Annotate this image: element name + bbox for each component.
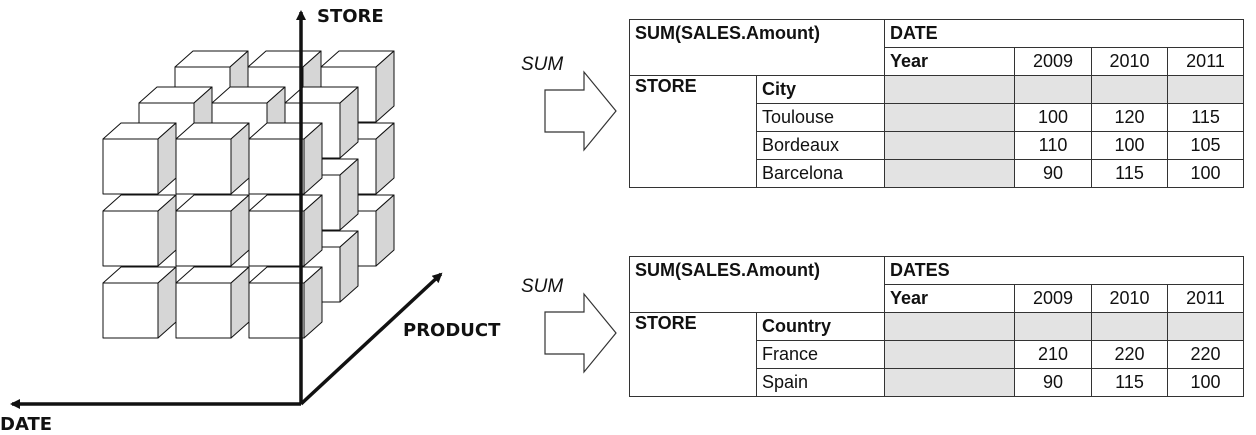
table-row: France 210 220 220 <box>630 340 1245 369</box>
year-header: 2009 <box>1014 47 1093 76</box>
measure-header: SUM(SALES.Amount) <box>628 256 886 285</box>
table-row: Bordeaux 110 100 105 <box>630 131 1245 160</box>
grey-cell <box>1014 75 1093 104</box>
grey-cell <box>884 131 1016 160</box>
year-header: 2010 <box>1091 47 1169 76</box>
row-label: France <box>755 340 886 369</box>
grey-cell <box>884 159 1016 188</box>
sum-operation-label: SUM <box>521 276 564 297</box>
cube-front-face <box>102 282 159 339</box>
row-label: Bordeaux <box>755 131 886 160</box>
table-row: Spain 90 115 100 <box>630 368 1245 397</box>
row-label: Spain <box>755 368 886 397</box>
cube-front-face <box>248 138 305 195</box>
cube-cells <box>102 50 395 339</box>
cube-front-face <box>248 282 305 339</box>
product-axis-label: PRODUCT <box>403 320 501 341</box>
cube-front-face <box>102 210 159 267</box>
aggregation-arrow <box>544 70 617 152</box>
pivot-table-country: SUM(SALES.Amount) DATES Year 2009 2010 2… <box>628 256 1245 397</box>
dimension-header: DATES <box>884 256 1245 285</box>
grey-cell <box>884 368 1016 397</box>
aggregation-arrow <box>544 292 617 374</box>
cube-front-face <box>175 138 232 195</box>
table-row: Barcelona 90 115 100 <box>630 159 1245 188</box>
value-cell: 115 <box>1091 368 1169 397</box>
pivot-table-city: SUM(SALES.Amount) DATE Year 2009 2010 20… <box>628 19 1245 188</box>
grey-cell <box>1091 75 1169 104</box>
grey-cell <box>884 312 1016 341</box>
value-cell: 100 <box>1167 368 1245 397</box>
empty-header-cell <box>628 284 886 313</box>
value-cell: 100 <box>1091 131 1169 160</box>
grey-cell <box>1091 312 1169 341</box>
date-axis-label: DATE <box>0 414 53 435</box>
year-header: 2010 <box>1091 284 1169 313</box>
cube-front-face <box>248 210 305 267</box>
level-header: Year <box>884 47 1016 76</box>
grey-cell <box>1167 75 1245 104</box>
dimension-header: DATE <box>884 19 1245 48</box>
grey-cell <box>884 103 1016 132</box>
grey-cell <box>1014 312 1093 341</box>
value-cell: 90 <box>1014 368 1093 397</box>
value-cell: 90 <box>1014 159 1093 188</box>
value-cell: 120 <box>1091 103 1169 132</box>
grey-cell <box>884 75 1016 104</box>
value-cell: 220 <box>1167 340 1245 369</box>
empty-header-cell <box>628 47 886 76</box>
grey-cell <box>1167 312 1245 341</box>
year-header: 2011 <box>1167 284 1245 313</box>
row-level-header: City <box>755 75 886 104</box>
row-level-header: Country <box>755 312 886 341</box>
value-cell: 100 <box>1014 103 1093 132</box>
data-cube-diagram <box>10 10 443 409</box>
row-label: Toulouse <box>755 103 886 132</box>
row-dimension-header: STORE <box>629 312 757 397</box>
year-header: 2009 <box>1014 284 1093 313</box>
cube-front-face <box>102 138 159 195</box>
level-header: Year <box>884 284 1016 313</box>
row-dimension-header: STORE <box>629 75 757 188</box>
value-cell: 105 <box>1167 131 1245 160</box>
year-header: 2011 <box>1167 47 1245 76</box>
value-cell: 100 <box>1167 159 1245 188</box>
grey-cell <box>884 340 1016 369</box>
measure-header: SUM(SALES.Amount) <box>628 19 886 48</box>
store-axis-label: STORE <box>317 6 384 27</box>
sum-operation-label: SUM <box>521 54 564 75</box>
row-label: Barcelona <box>755 159 886 188</box>
value-cell: 110 <box>1014 131 1093 160</box>
value-cell: 210 <box>1014 340 1093 369</box>
cube-front-face <box>175 282 232 339</box>
value-cell: 220 <box>1091 340 1169 369</box>
value-cell: 115 <box>1091 159 1169 188</box>
cube-front-face <box>175 210 232 267</box>
product-axis <box>299 272 443 406</box>
value-cell: 115 <box>1167 103 1245 132</box>
